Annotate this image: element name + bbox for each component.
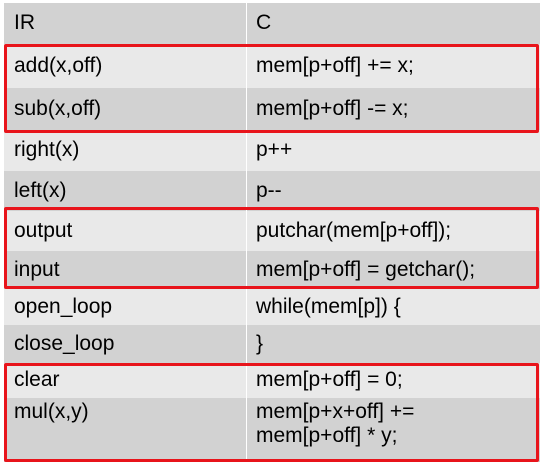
- ir-cell: add(x,off): [14, 53, 103, 77]
- c-cell: mem[p+off] = getchar();: [246, 251, 540, 289]
- c-cell-line: mem[p+off] * y;: [256, 424, 398, 448]
- table-row: clear mem[p+off] = 0;: [4, 363, 540, 398]
- ir-cell: close_loop: [14, 331, 115, 355]
- c-cell: while(mem[p]) {: [246, 289, 540, 325]
- c-cell: p++: [246, 130, 540, 171]
- table-row: output putchar(mem[p+off]);: [4, 211, 540, 251]
- table-row: mul(x,y) mem[p+x+off] += mem[p+off] * y;: [4, 398, 540, 462]
- ir-cell: input: [14, 257, 60, 281]
- ir-cell: left(x): [14, 178, 67, 202]
- table-row: sub(x,off) mem[p+off] -= x;: [4, 88, 540, 130]
- table-row: input mem[p+off] = getchar();: [4, 251, 540, 289]
- table-header-row: IR C: [4, 3, 540, 44]
- ir-cell: right(x): [14, 138, 80, 162]
- c-cell: putchar(mem[p+off]);: [246, 211, 540, 251]
- table-row: left(x) p--: [4, 171, 540, 211]
- c-cell: mem[p+off] = 0;: [246, 363, 540, 398]
- table-row: close_loop }: [4, 325, 540, 363]
- table-row: right(x) p++: [4, 130, 540, 171]
- ir-to-c-table: IR C add(x,off) mem[p+off] += x; sub(x,o…: [4, 3, 540, 462]
- ir-cell: open_loop: [14, 294, 113, 318]
- c-cell: mem[p+off] -= x;: [246, 88, 540, 130]
- header-c: C: [246, 3, 540, 44]
- ir-cell: output: [14, 218, 73, 242]
- ir-cell: clear: [14, 368, 60, 392]
- table-row: add(x,off) mem[p+off] += x;: [4, 44, 540, 88]
- ir-cell: mul(x,y): [14, 400, 89, 423]
- c-cell: mem[p+off] += x;: [246, 44, 540, 88]
- c-cell: p--: [246, 171, 540, 211]
- table-row: open_loop while(mem[p]) {: [4, 289, 540, 325]
- c-cell: mem[p+x+off] += mem[p+off] * y;: [246, 398, 540, 462]
- c-cell: }: [246, 325, 540, 363]
- header-ir: IR: [14, 11, 35, 35]
- ir-cell: sub(x,off): [14, 96, 102, 120]
- c-cell-line: mem[p+x+off] +=: [256, 400, 415, 423]
